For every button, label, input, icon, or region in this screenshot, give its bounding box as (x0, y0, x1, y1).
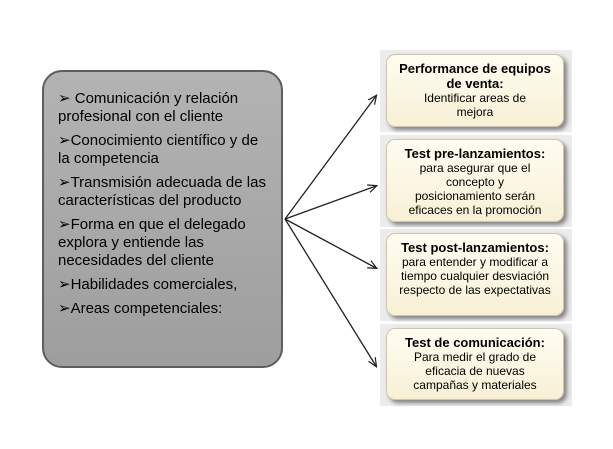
competencies-box: ➢ Comunicación y relación profesional co… (42, 70, 283, 368)
competency-item: ➢Habilidades comerciales, (58, 276, 238, 293)
post-launch-test-box: Test post-lanzamientos: para entender y … (386, 233, 564, 316)
box-title: Performance de equipos de venta: (399, 61, 551, 91)
competency-item: ➢Transmisión adecuada de las característ… (58, 174, 266, 209)
box-description: para asegurar que el concepto y posicion… (408, 161, 542, 217)
arrow-to-communication (284, 218, 376, 366)
box-title: Test post-lanzamientos: (401, 240, 549, 255)
arrow-to-post-launch (284, 218, 376, 268)
competency-item: ➢ Comunicación y relación profesional co… (58, 90, 239, 125)
pre-launch-test-box: Test pre-lanzamientos: para asegurar que… (386, 139, 564, 222)
performance-box: Performance de equipos de venta: Identif… (386, 54, 564, 127)
box-title: Test pre-lanzamientos: (404, 146, 546, 161)
communication-test-box: Test de comunicación: Para medir el grad… (386, 328, 564, 400)
competency-item: ➢Conocimiento científico y de la compete… (58, 132, 259, 167)
box-description: para entender y modificar a tiempo cualq… (399, 255, 551, 297)
competency-item: ➢Areas competenciales: (58, 300, 223, 317)
box-description: Para medir el grado de eficacia de nueva… (413, 350, 537, 392)
box-title: Test de comunicación: (405, 335, 545, 350)
competency-item: ➢Forma en que el delegado explora y enti… (58, 216, 246, 269)
arrow-to-pre-launch (284, 186, 376, 220)
arrow-to-performance (284, 96, 376, 220)
box-description: Identificar areas de mejora (423, 91, 527, 119)
